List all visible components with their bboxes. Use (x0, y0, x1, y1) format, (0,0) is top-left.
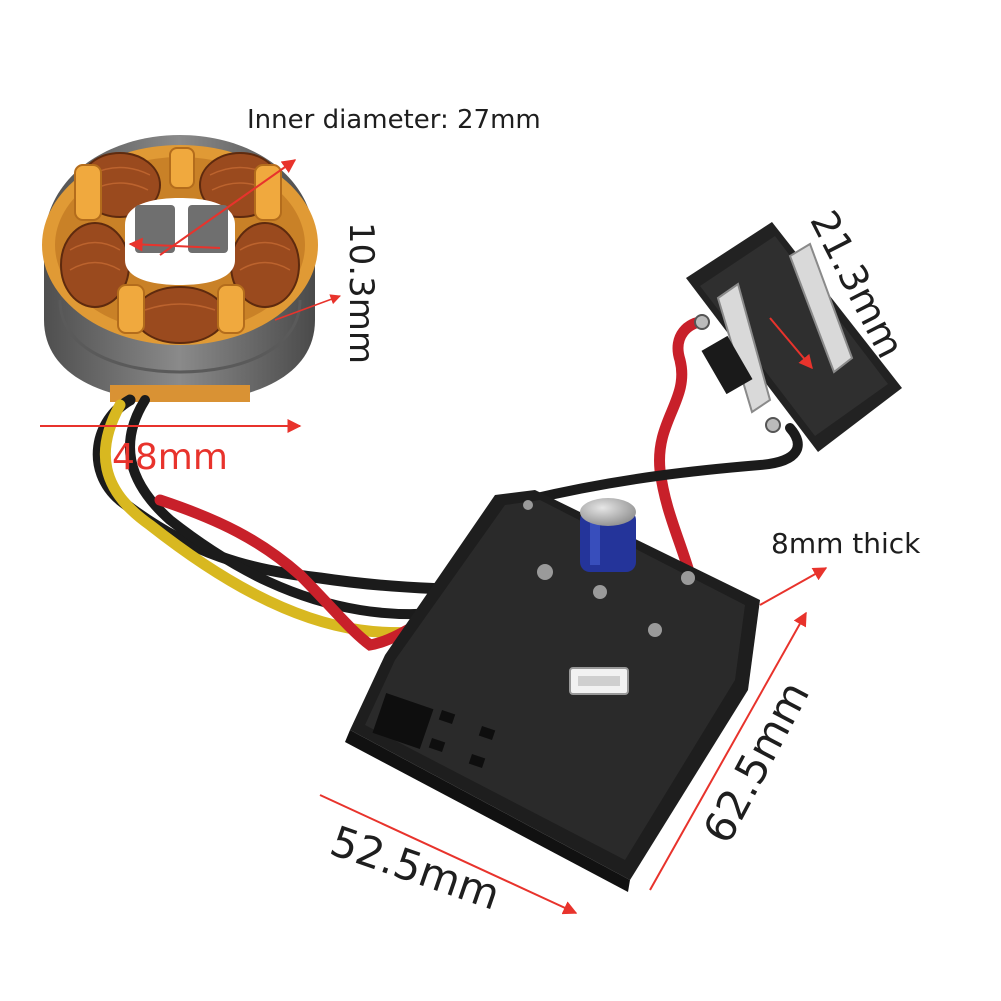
wire-red-battery (654, 316, 708, 581)
battery-terminal (686, 222, 902, 452)
arrow-inner-diameter (159, 159, 297, 256)
arrow-board-width (319, 794, 578, 915)
label-thickness: 8mm thick (771, 527, 921, 560)
wire-black-battery (523, 423, 803, 505)
arrow-board-length (649, 611, 807, 891)
label-outer-diameter: 48mm (112, 437, 228, 478)
controller-board (345, 490, 760, 892)
arrow-stator-height (274, 294, 341, 321)
arrow-terminal-size (769, 317, 813, 370)
ribbon-connector (569, 667, 629, 695)
label-stator-height: 10.3mm (341, 222, 381, 364)
dimension-arrows (40, 159, 828, 915)
capacitor (580, 498, 636, 572)
board-connector-slots (372, 693, 496, 769)
label-inner-diameter: Inner diameter: 27mm (247, 105, 541, 135)
stator-motor (42, 135, 318, 402)
arrow-thickness (759, 567, 828, 606)
